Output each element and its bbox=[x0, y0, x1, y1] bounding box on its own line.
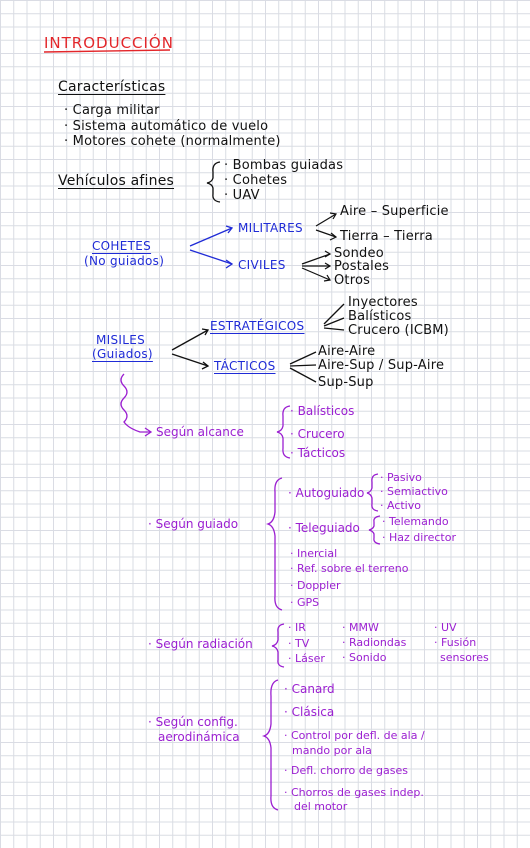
autoguiado-item: · Semiactivo bbox=[380, 485, 448, 498]
radiacion-item: · Radiondas bbox=[342, 636, 407, 649]
alcance-item: · Balísticos bbox=[290, 404, 355, 418]
teleguiado-item: · Haz director bbox=[382, 531, 456, 544]
alcance-label: Según alcance bbox=[156, 425, 244, 439]
tacticos-item: Aire-Sup / Sup-Aire bbox=[318, 358, 445, 373]
autoguiado-item: · Pasivo bbox=[380, 471, 422, 484]
civiles-item: Postales bbox=[334, 259, 390, 274]
misiles-label: MISILES bbox=[96, 333, 146, 347]
cohetes-arrows bbox=[189, 225, 234, 269]
teleguiado-label: · Teleguiado bbox=[288, 521, 360, 535]
config-item: · Control por defl. de ala / bbox=[284, 729, 425, 742]
vehiculo-item: · UAV bbox=[224, 188, 260, 203]
config-item: mando por ala bbox=[292, 744, 372, 757]
config-item: · Clásica bbox=[284, 705, 335, 719]
militares-item: Aire – Superficie bbox=[340, 204, 449, 219]
guiado-label: · Según guiado bbox=[148, 517, 239, 531]
civiles-item: Sondeo bbox=[334, 246, 384, 261]
militares-label: MILITARES bbox=[238, 221, 303, 235]
vehiculo-item: · Cohetes bbox=[224, 173, 288, 188]
estrategicos-item: Inyectores bbox=[348, 295, 418, 310]
guiado-other-item: · Ref. sobre el terreno bbox=[290, 562, 409, 575]
tacticos-item: Aire-Aire bbox=[318, 344, 376, 359]
radiacion-item: sensores bbox=[440, 651, 489, 664]
alcance-item: · Crucero bbox=[290, 427, 345, 441]
config-item: · Chorros de gases indep. bbox=[284, 786, 424, 799]
radiacion-item: · TV bbox=[288, 637, 310, 650]
guiado-other-item: · Doppler bbox=[290, 579, 341, 592]
config-item: · Defl. chorro de gases bbox=[284, 764, 408, 777]
civiles-item: Otros bbox=[334, 273, 371, 288]
caracteristica-item: · Sistema automático de vuelo bbox=[64, 119, 269, 134]
radiacion-item: · IR bbox=[288, 621, 306, 634]
config-label: · Según config. bbox=[148, 715, 238, 729]
caracteristica-item: · Motores cohete (normalmente) bbox=[64, 134, 281, 149]
radiacion-item: · Sonido bbox=[342, 651, 387, 664]
config-item: del motor bbox=[294, 800, 348, 813]
estrategicos-item: Crucero (ICBM) bbox=[348, 323, 449, 338]
guiado-other-item: · GPS bbox=[290, 596, 320, 609]
config-label-line2: aerodinámica bbox=[158, 730, 240, 744]
title-underline bbox=[43, 49, 171, 53]
teleguiado-item: · Telemando bbox=[382, 515, 449, 528]
vehiculos-label: Vehículos afines bbox=[58, 173, 175, 189]
radiacion-item: · MMW bbox=[342, 621, 379, 634]
page-title: INTRODUCCIÓN bbox=[44, 34, 174, 52]
alcance-item: · Tácticos bbox=[290, 446, 346, 460]
squiggle-line bbox=[120, 373, 150, 433]
autoguiado-item: · Activo bbox=[380, 499, 421, 512]
militares-item: Tierra – Tierra bbox=[340, 229, 433, 244]
cohetes-label: COHETES bbox=[92, 239, 152, 253]
radiacion-label: · Según radiación bbox=[148, 637, 253, 651]
autoguiado-label: · Autoguiado bbox=[288, 486, 365, 500]
tacticos-label: TÁCTICOS bbox=[214, 359, 276, 373]
radiacion-item: · Láser bbox=[288, 652, 325, 665]
misiles-arrows bbox=[171, 303, 345, 383]
militares-arrows bbox=[301, 212, 338, 282]
config-item: · Canard bbox=[284, 682, 335, 696]
estrategicos-label: ESTRATÉGICOS bbox=[210, 319, 305, 333]
estrategicos-item: Balísticos bbox=[348, 309, 412, 324]
vehiculo-item: · Bombas guiadas bbox=[224, 158, 344, 173]
guiado-other-item: · Inercial bbox=[290, 547, 338, 560]
caracteristicas-heading: Características bbox=[58, 79, 166, 95]
civiles-label: CIVILES bbox=[238, 258, 286, 272]
tacticos-item: Sup-Sup bbox=[318, 375, 374, 390]
vehiculos-brace bbox=[206, 161, 221, 203]
purple-braces bbox=[261, 405, 381, 811]
radiacion-item: · UV bbox=[434, 621, 457, 634]
radiacion-item: · Fusión bbox=[434, 636, 477, 649]
caracteristica-item: · Carga militar bbox=[64, 103, 160, 118]
cohetes-sub: (No guiados) bbox=[84, 254, 165, 268]
misiles-sub: (Guiados) bbox=[92, 347, 153, 361]
